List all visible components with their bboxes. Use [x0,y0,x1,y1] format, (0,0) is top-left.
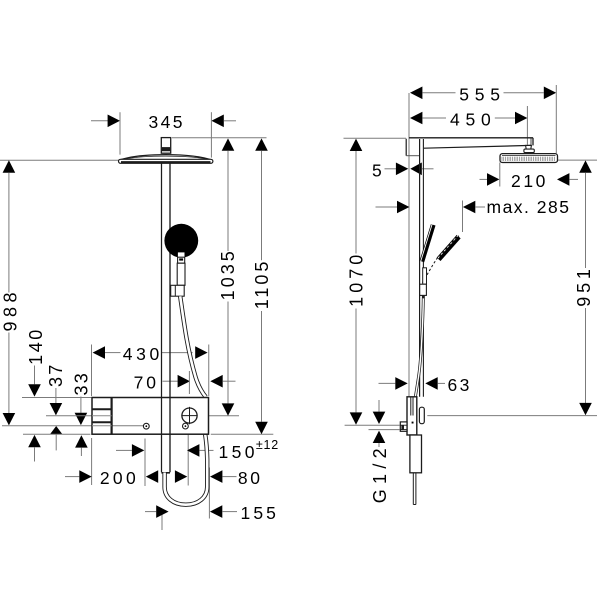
svg-text:G1/2: G1/2 [370,443,390,503]
svg-text:450: 450 [450,110,497,130]
svg-text:70: 70 [134,373,159,393]
svg-text:200: 200 [100,468,139,488]
svg-text:1070: 1070 [347,251,367,307]
svg-text:555: 555 [459,84,506,104]
svg-text:33: 33 [72,371,92,395]
svg-text:155: 155 [241,503,280,523]
svg-text:63: 63 [447,375,471,395]
svg-text:max. 285: max. 285 [487,197,571,217]
svg-text:951: 951 [574,265,594,306]
svg-text:988: 988 [1,288,21,332]
svg-text:210: 210 [511,171,548,191]
svg-text:±12: ±12 [256,438,279,452]
svg-text:140: 140 [26,327,46,365]
svg-text:150: 150 [218,442,257,462]
svg-text:430: 430 [123,344,163,364]
svg-text:5: 5 [372,160,382,180]
svg-text:37: 37 [46,363,66,387]
svg-text:1035: 1035 [218,248,238,300]
svg-text:80: 80 [238,468,263,488]
svg-text:345: 345 [148,112,184,132]
svg-text:1105: 1105 [252,259,272,310]
